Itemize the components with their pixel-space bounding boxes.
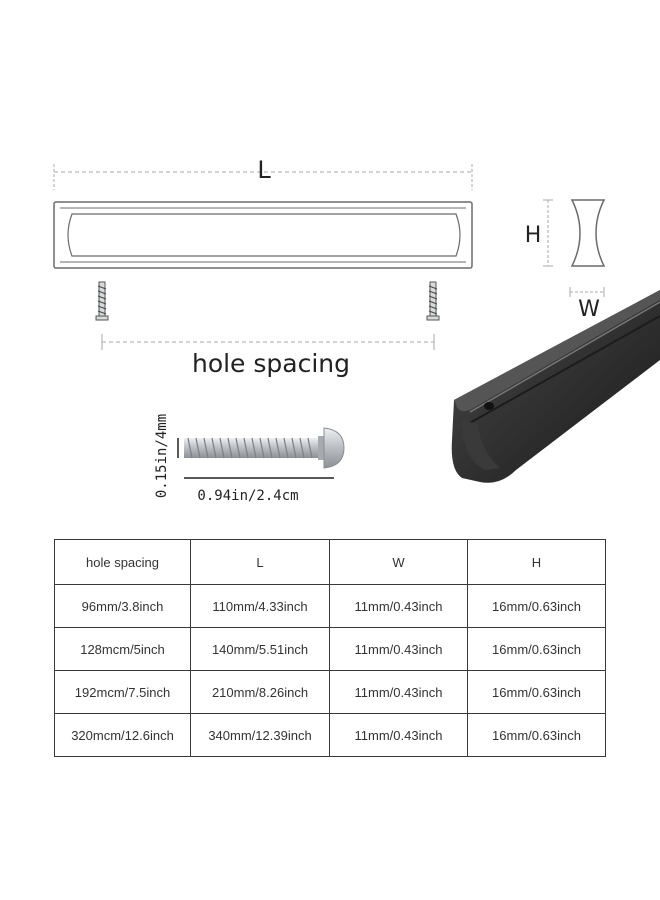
table-cell: 340mm/12.39inch [190,713,330,757]
header-l: L [190,539,330,585]
screw-length-label: 0.94in/2.4cm [197,488,298,504]
table-cell: 192mcm/7.5inch [54,670,191,714]
length-label: L [257,156,271,184]
table-cell: 210mm/8.26inch [190,670,330,714]
length-dimension: L [53,156,473,190]
hole-spacing-dimension: hole spacing [101,334,435,378]
table-cell: 140mm/5.51inch [190,627,330,671]
size-spec-table: hole spacing L W H 96mm/3.8inch 110mm/4.… [54,539,606,757]
table-cell: 110mm/4.33inch [190,584,330,628]
handle-side-view [53,201,473,269]
table-row: 96mm/3.8inch 110mm/4.33inch 11mm/0.43inc… [54,584,606,628]
machine-screw-icon [177,427,345,479]
table-cell: 96mm/3.8inch [54,584,191,628]
table-cell: 11mm/0.43inch [329,713,468,757]
table-header-row: hole spacing L W H [54,539,606,585]
black-handle-image [451,290,660,483]
table-row: 192mcm/7.5inch 210mm/8.26inch 11mm/0.43i… [54,670,606,714]
table-cell: 11mm/0.43inch [329,584,468,628]
table-cell: 320mcm/12.6inch [54,713,191,757]
table-cell: 11mm/0.43inch [329,670,468,714]
height-label: H [525,223,542,248]
table-cell: 16mm/0.63inch [467,584,606,628]
hole-spacing-label: hole spacing [192,349,350,378]
screw-diameter-label: 0.15in/4mm [154,414,170,498]
table-cell: 11mm/0.43inch [329,627,468,671]
header-w: W [329,539,468,585]
table-cell: 16mm/0.63inch [467,670,606,714]
table-cell: 16mm/0.63inch [467,627,606,671]
table-cell: 16mm/0.63inch [467,713,606,757]
header-h: H [467,539,606,585]
header-hole-spacing: hole spacing [54,539,191,585]
right-screw-icon [426,281,440,321]
width-label: W [578,297,600,322]
table-cell: 128mcm/5inch [54,627,191,671]
table-row: 128mcm/5inch 140mm/5.51inch 11mm/0.43inc… [54,627,606,671]
profile-cross-section: H W [525,199,606,322]
table-row: 320mcm/12.6inch 340mm/12.39inch 11mm/0.4… [54,713,606,757]
left-screw-icon [95,281,109,321]
